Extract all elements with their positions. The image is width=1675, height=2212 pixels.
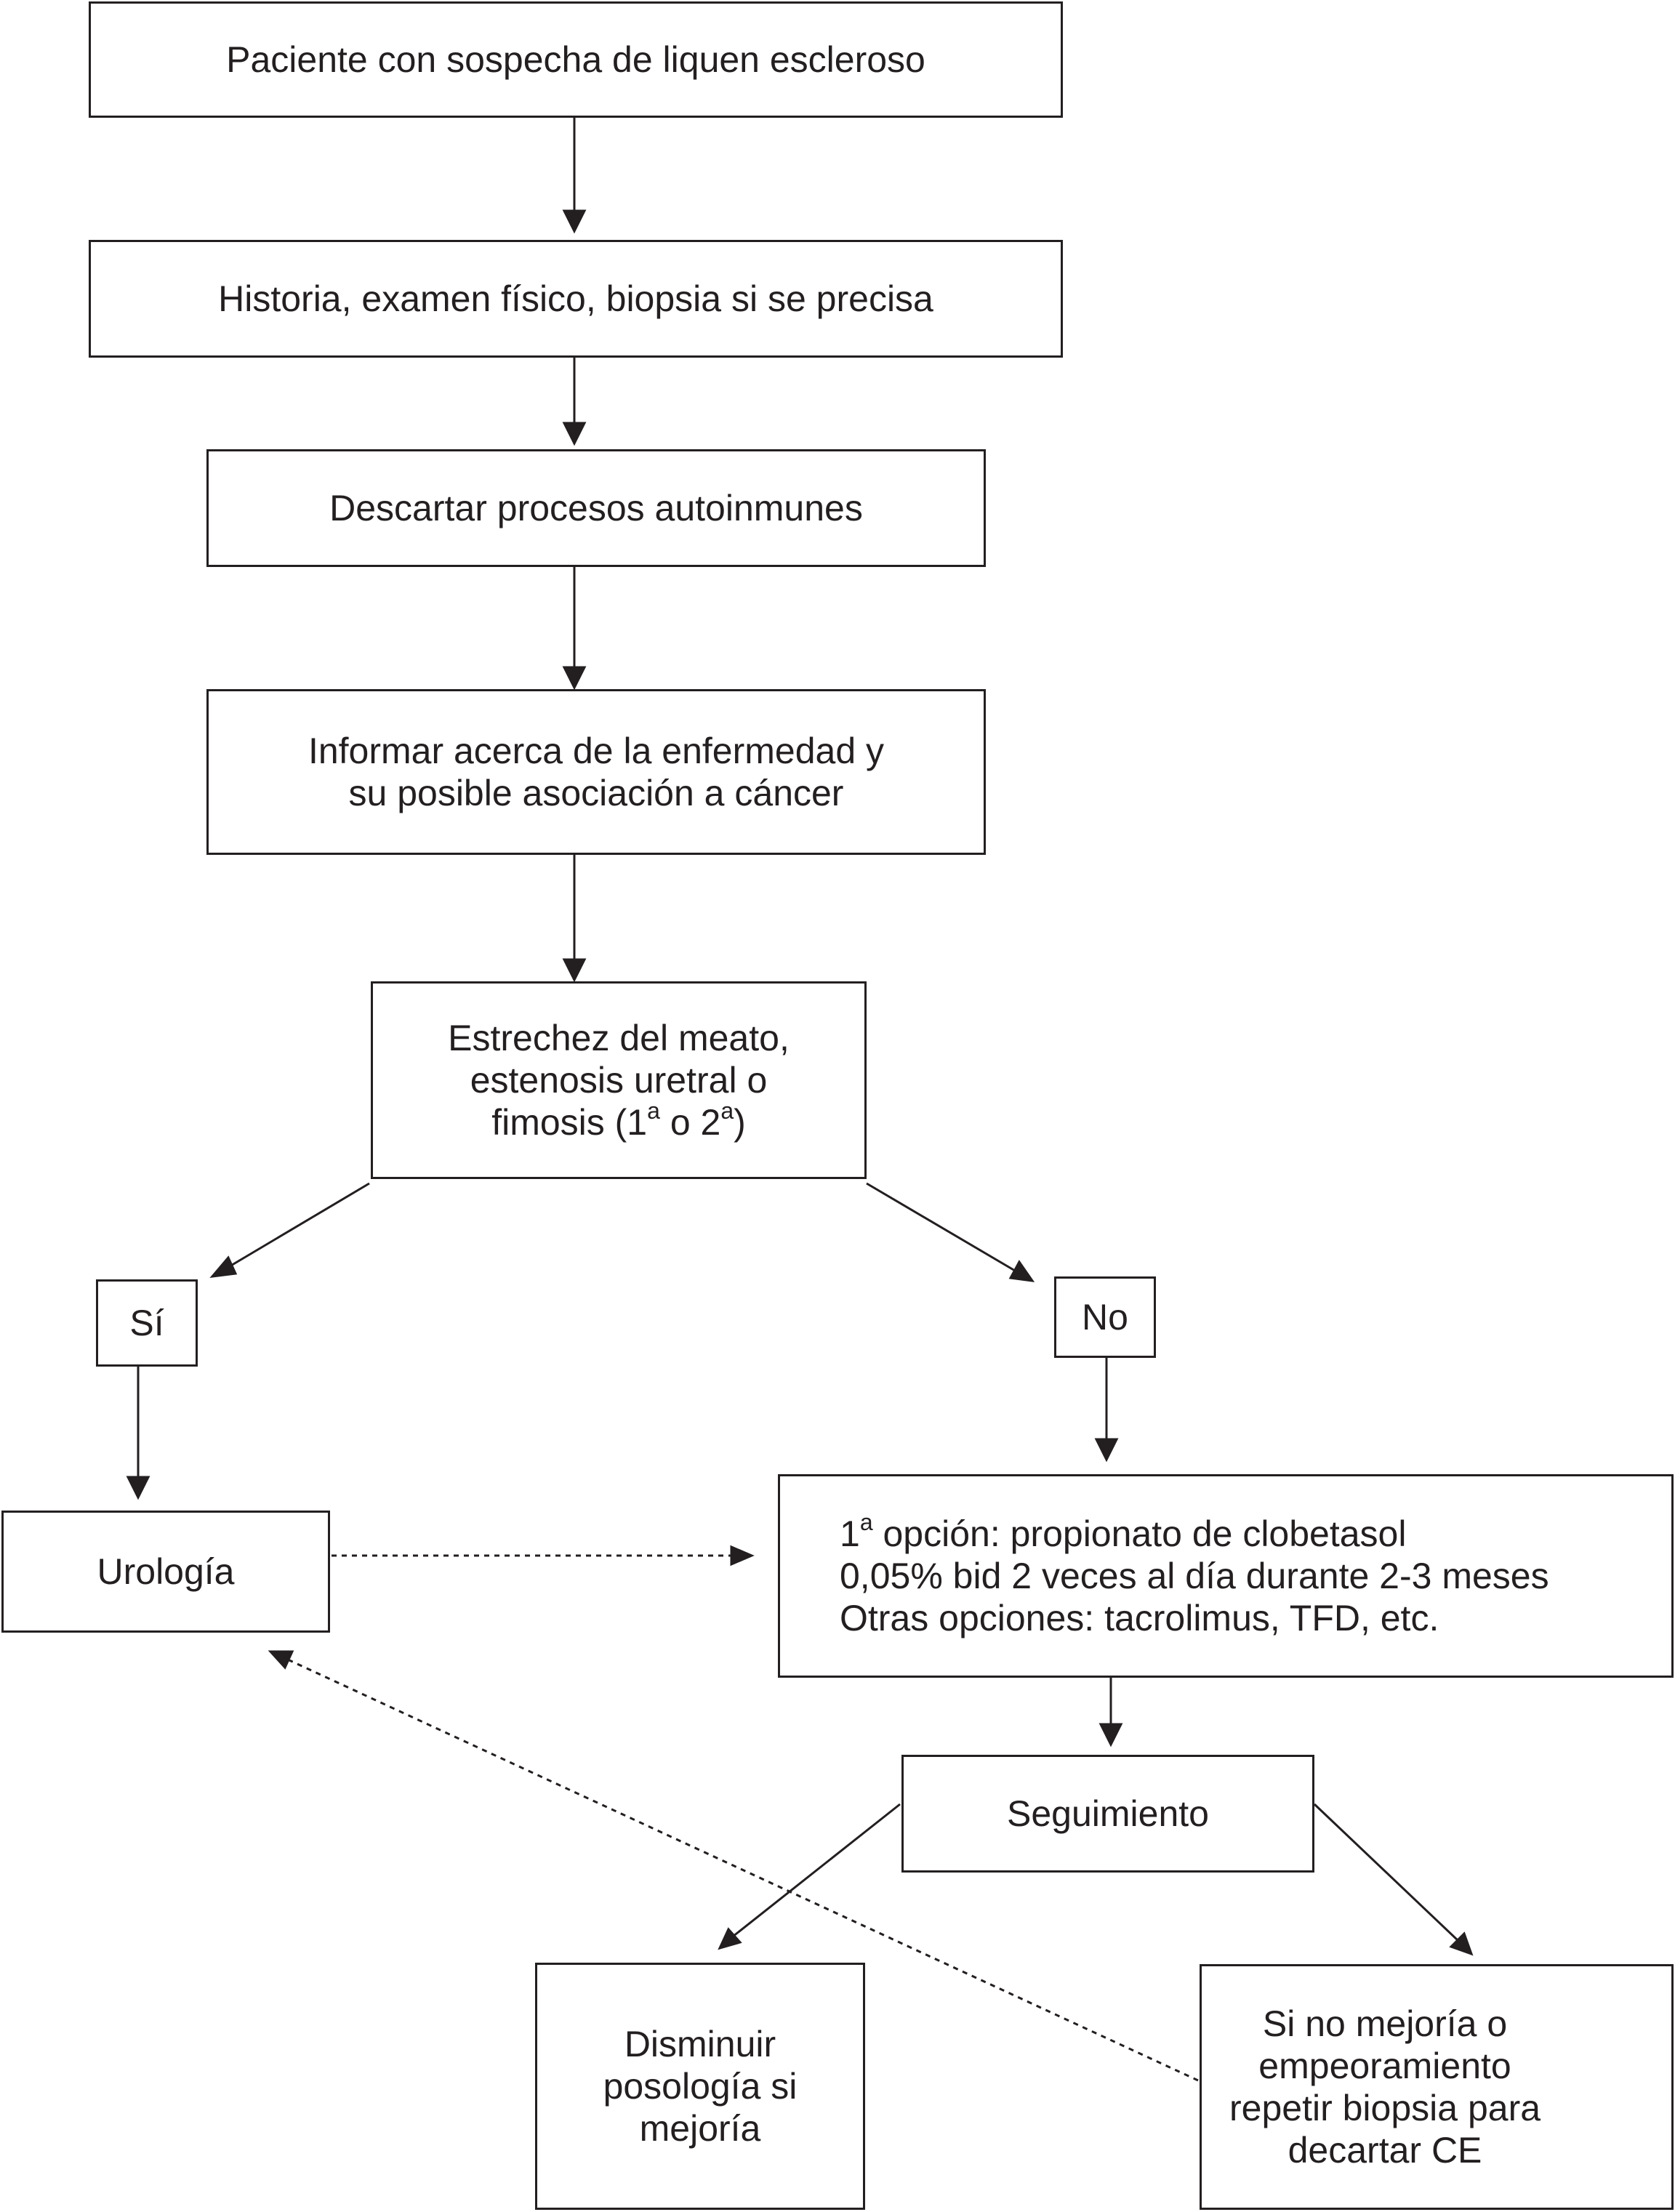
node-autoimmune-text: Descartar procesos autoinmunes <box>329 488 863 528</box>
arrowhead <box>268 1650 294 1670</box>
treatment-text-part: 1 <box>840 1513 860 1554</box>
dotted-arrow-no-improve-to-urology <box>289 1659 1199 2082</box>
arrowhead <box>562 422 587 446</box>
node-stenosis-line: estenosis uretral o <box>470 1060 768 1101</box>
arrowhead <box>1094 1438 1119 1463</box>
node-no-improve-line: decartar CE <box>1288 2130 1482 2171</box>
arrowhead <box>562 958 587 983</box>
node-autoimmune: Descartar procesos autoinmunes <box>206 449 986 567</box>
node-history: Historia, examen físico, biopsia si se p… <box>89 240 1063 358</box>
arrowhead <box>209 1255 238 1278</box>
arrowhead <box>562 209 587 234</box>
node-history-text: Historia, examen físico, biopsia si se p… <box>218 278 933 319</box>
arrowhead <box>1449 1931 1474 1956</box>
superscript: a <box>647 1098 660 1125</box>
node-stenosis-line: fimosis (1a o 2a) <box>448 1098 790 1143</box>
arrow-stenosis-to-no <box>866 1182 1016 1272</box>
node-followup-text: Seguimiento <box>1007 1793 1209 1834</box>
node-yes: Sí <box>96 1279 198 1367</box>
stenosis-text-part: fimosis (1 <box>491 1102 648 1143</box>
node-no: No <box>1054 1276 1156 1358</box>
arrowhead <box>718 1927 742 1950</box>
arrowhead <box>1008 1260 1035 1282</box>
node-followup: Seguimiento <box>901 1755 1314 1873</box>
superscript: a <box>859 1509 873 1536</box>
node-stenosis: Estrechez del meato, estenosis uretral o… <box>371 981 867 1179</box>
arrowhead <box>126 1476 150 1500</box>
stenosis-text-part: ) <box>734 1102 746 1143</box>
node-reduce-line: mejoría <box>639 2108 761 2149</box>
arrow-stenosis-to-yes <box>229 1182 370 1268</box>
node-inform: Informar acerca de la enfermedad y su po… <box>206 689 986 855</box>
node-treatment-line: 1a opción: propionato de clobetasol <box>840 1511 1549 1555</box>
stenosis-text-part: o 2 <box>659 1102 721 1143</box>
node-treatment-line: 0,05% bid 2 veces al día durante 2-3 mes… <box>840 1556 1549 1596</box>
node-treatment-line: Otras opciones: tacrolimus, TFD, etc. <box>840 1598 1439 1638</box>
arrow-followup-to-no-improve <box>1313 1803 1460 1942</box>
node-inform-line: Informar acerca de la enfermedad y <box>308 731 885 771</box>
node-urology: Urología <box>1 1511 330 1633</box>
node-stenosis-line: Estrechez del meato, <box>448 1018 790 1058</box>
node-no-improve: Si no mejoría o empeoramiento repetir bi… <box>1200 1964 1674 2210</box>
superscript: a <box>720 1098 734 1125</box>
arrow-followup-to-reduce <box>732 1803 901 1938</box>
node-patient-text: Paciente con sospecha de liquen escleros… <box>226 39 925 80</box>
treatment-text-part: opción: propionato de clobetasol <box>872 1513 1407 1554</box>
node-no-improve-line: repetir biopsia para <box>1229 2088 1541 2128</box>
node-patient: Paciente con sospecha de liquen escleros… <box>89 1 1063 118</box>
node-inform-line: su posible asociación a cáncer <box>348 773 844 813</box>
node-reduce-line: Disminuir <box>624 2024 776 2064</box>
node-no-text: No <box>1082 1297 1128 1338</box>
node-yes-text: Sí <box>129 1303 164 1343</box>
node-reduce: Disminuir posología si mejoría <box>535 1963 865 2210</box>
node-treatment: 1a opción: propionato de clobetasol 0,05… <box>778 1474 1674 1678</box>
arrowhead <box>562 666 587 691</box>
node-reduce-line: posología si <box>603 2066 798 2107</box>
node-urology-text: Urología <box>97 1551 235 1592</box>
arrowhead <box>1098 1723 1123 1748</box>
arrowhead <box>730 1545 755 1567</box>
node-no-improve-line: empeoramiento <box>1258 2046 1511 2086</box>
node-no-improve-line: Si no mejoría o <box>1262 2003 1508 2044</box>
